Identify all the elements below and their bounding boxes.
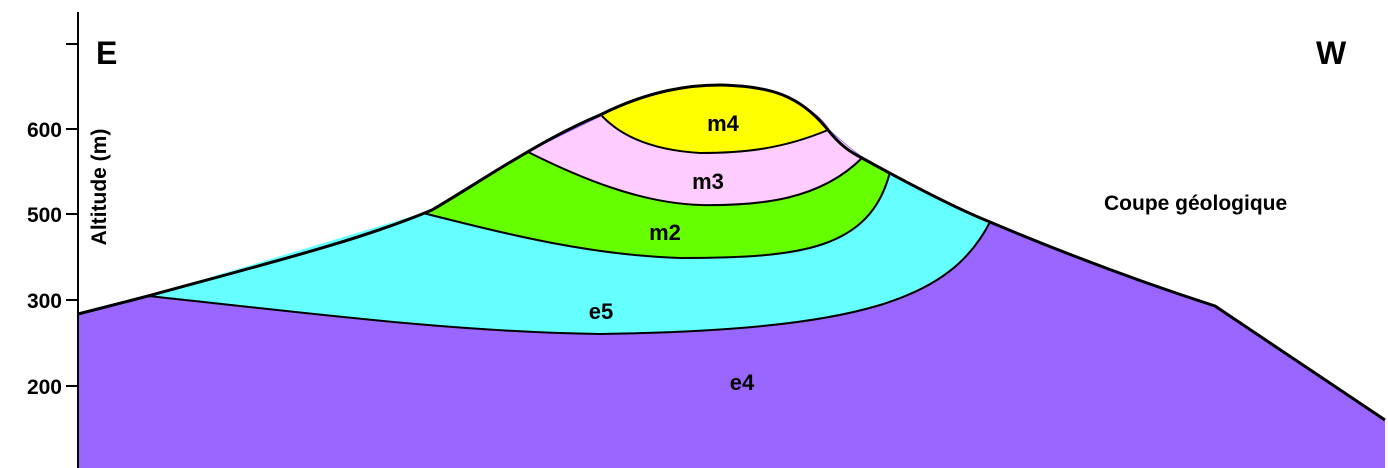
layer-label-m3: m3: [692, 169, 724, 194]
altitude-axis-ticks: [66, 44, 78, 386]
layer-label-e5: e5: [589, 299, 613, 324]
axis-tick-label-600: 600: [27, 119, 62, 142]
axis-tick-label-200: 200: [27, 376, 62, 399]
axis-title: Altitude (m): [88, 129, 111, 246]
direction-east-label: E: [96, 35, 117, 71]
axis-tick-label-300: 300: [27, 290, 62, 313]
layer-label-m4: m4: [707, 111, 740, 136]
direction-west-label: W: [1316, 35, 1347, 71]
axis-tick-label-500: 500: [27, 204, 62, 227]
layer-label-e4: e4: [730, 370, 755, 395]
diagram-title: Coupe géologique: [1104, 192, 1287, 215]
layer-label-m2: m2: [649, 220, 681, 245]
